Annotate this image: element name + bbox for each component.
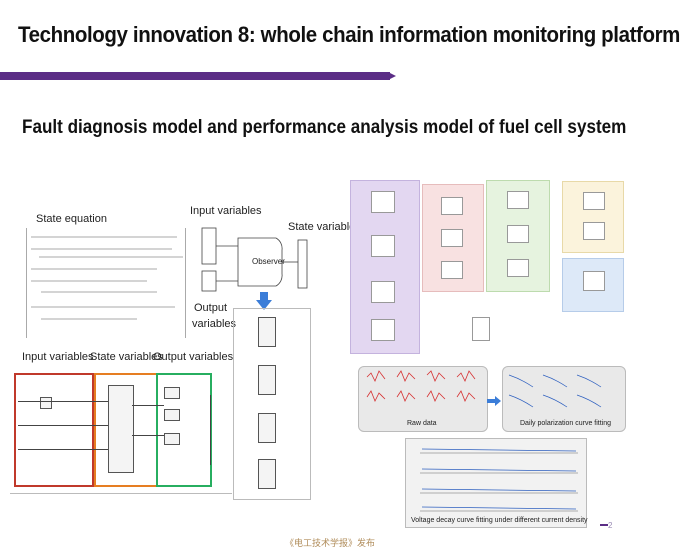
model-block xyxy=(258,459,276,489)
observer-label: Observer xyxy=(252,257,285,266)
voltage-decay-plots xyxy=(420,448,578,512)
output-variables-box xyxy=(156,373,212,487)
input-variables-label: Input variables xyxy=(22,351,94,363)
signal-line xyxy=(210,395,211,465)
output-variables-label-1: Output xyxy=(194,302,228,314)
panel-block xyxy=(441,229,463,247)
polarization-label: Daily polarization curve fitting xyxy=(520,420,612,427)
observer-diagram xyxy=(198,226,308,298)
output-variables-label-2: variables xyxy=(192,318,237,330)
right-arrow-icon xyxy=(487,393,501,406)
accent-bar-tip xyxy=(388,72,396,80)
panel-block xyxy=(371,319,395,341)
state-variables-label: State variables xyxy=(90,351,163,363)
model-block xyxy=(258,413,276,443)
output-variables-label: Output variables xyxy=(153,351,234,363)
model-panel-yellow xyxy=(562,181,624,253)
raw-data-plots xyxy=(366,370,476,402)
fault-diagnosis-model xyxy=(10,365,232,494)
raw-data-panel xyxy=(358,366,488,432)
page-number-bar xyxy=(600,524,608,526)
state-equation-label: State equation xyxy=(36,213,107,225)
model-panel-pink xyxy=(422,184,484,292)
voltage-decay-label: Voltage decay curve fitting under differ… xyxy=(411,517,588,524)
signal-line xyxy=(132,405,164,406)
signal-line xyxy=(18,449,108,450)
simulink-model-panel xyxy=(233,308,311,500)
slide-title: Technology innovation 8: whole chain inf… xyxy=(18,22,680,47)
panel-block xyxy=(583,192,605,210)
input-variables-box xyxy=(14,373,94,487)
state-equation-formulas xyxy=(31,236,183,320)
panel-block xyxy=(371,281,395,303)
voltage-decay-panel xyxy=(405,438,587,528)
output-block xyxy=(164,433,180,445)
model-block xyxy=(258,317,276,347)
panel-block xyxy=(441,197,463,215)
panel-block xyxy=(507,259,529,277)
polarization-panel xyxy=(502,366,626,432)
model-panel-blue xyxy=(562,258,624,312)
model-panel-small xyxy=(462,315,512,343)
panel-block xyxy=(507,191,529,209)
signal-line xyxy=(132,435,164,436)
panel-block xyxy=(371,235,395,257)
slide-subtitle: Fault diagnosis model and performance an… xyxy=(22,117,627,138)
down-arrow-icon xyxy=(256,292,272,310)
panel-block xyxy=(583,271,605,291)
panel-block xyxy=(371,191,395,213)
output-block xyxy=(164,409,180,421)
model-block xyxy=(258,365,276,395)
page-number: 2 xyxy=(608,521,613,530)
model-panel-green xyxy=(486,180,550,292)
accent-bar xyxy=(0,72,390,80)
polarization-plots xyxy=(508,374,602,408)
panel-block xyxy=(441,261,463,279)
state-equation-figure xyxy=(26,228,186,338)
panel-block xyxy=(472,317,490,341)
model-panel-purple xyxy=(350,180,420,354)
input-variables-top-label: Input variables xyxy=(190,205,262,217)
signal-line xyxy=(18,401,108,402)
observer-diagram-lines xyxy=(201,227,308,292)
raw-data-label: Raw data xyxy=(407,420,437,427)
signal-line xyxy=(18,425,108,426)
state-block xyxy=(108,385,134,473)
input-block xyxy=(40,397,52,409)
panel-block xyxy=(583,222,605,240)
footer-source: 《电工技术学报》发布 xyxy=(285,538,376,548)
panel-block xyxy=(507,225,529,243)
state-variables-top-label: State variables xyxy=(288,221,361,233)
output-block xyxy=(164,387,180,399)
